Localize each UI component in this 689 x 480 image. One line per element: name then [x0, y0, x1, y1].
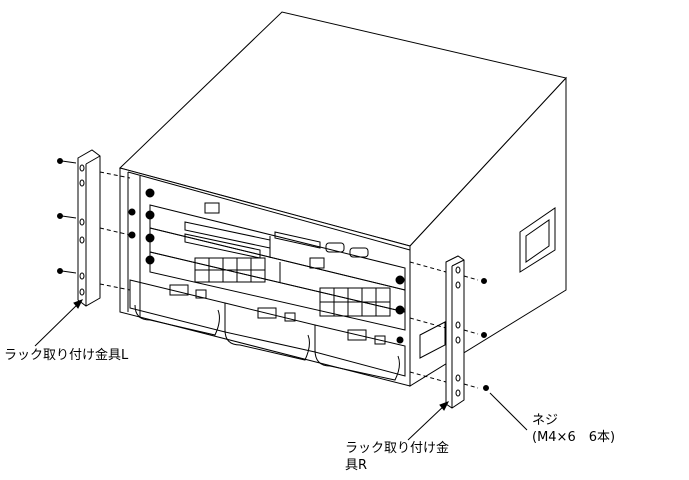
screw-label-line1: ネジ — [532, 413, 559, 428]
bracket-left-label: ラック取り付け金具L — [4, 348, 129, 363]
port-block-right — [319, 287, 391, 317]
screws-left — [57, 158, 77, 274]
power-supplies — [129, 279, 406, 381]
rack-bracket-left — [77, 149, 131, 307]
chassis — [119, 11, 567, 387]
screw-label-line2: (M4×6 6本) — [532, 430, 616, 445]
bracket-right-label-line1: ラック取り付け金 — [345, 441, 450, 456]
side-handle — [519, 207, 556, 273]
leader-lines — [34, 299, 528, 441]
screws-right — [481, 278, 489, 391]
bracket-right-label-line2: 具R — [345, 458, 368, 473]
port-block-left — [194, 257, 266, 283]
